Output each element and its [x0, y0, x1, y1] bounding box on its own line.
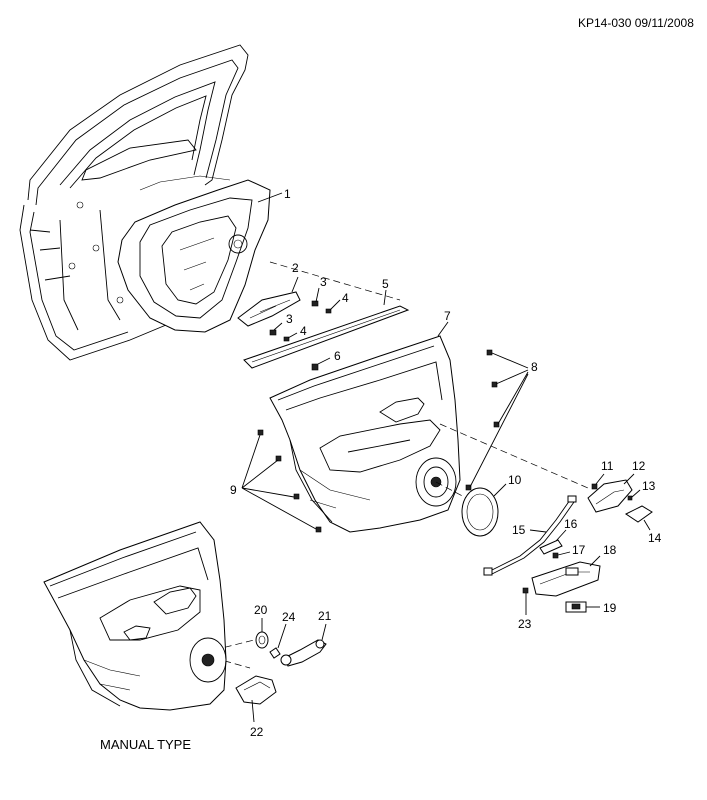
callout-9: 9 [230, 483, 237, 497]
callout-19: 19 [603, 601, 617, 615]
callout-11: 11 [601, 459, 614, 473]
callout-16: 16 [564, 517, 578, 531]
part-12-handle [587, 479, 633, 513]
callout-21: 21 [318, 609, 332, 623]
callout-24: 24 [282, 610, 296, 624]
fasteners-9 [257, 429, 322, 533]
callout-12: 12 [632, 459, 646, 473]
part-23-screw [522, 587, 529, 594]
part-5-belt-molding [243, 305, 410, 369]
part-22-pull-cup [235, 675, 277, 705]
callout-14: 14 [648, 531, 662, 545]
drawing-reference: KP14-030 09/11/2008 [578, 16, 694, 30]
part-11-screw [591, 483, 598, 490]
part-19-switch [565, 601, 587, 613]
part-1-deflector [117, 179, 271, 333]
part-15-cable [483, 495, 577, 576]
part-21-crank-handle [280, 639, 327, 667]
manual-type-caption: MANUAL TYPE [100, 737, 191, 752]
part-10-speaker-ring [461, 487, 499, 537]
part-6-clip [311, 363, 319, 371]
callout-6: 6 [334, 349, 341, 363]
door-frame [19, 44, 249, 361]
callout-3-lower: 3 [286, 312, 293, 326]
part-17-screw [552, 552, 559, 559]
part-2-bracket [237, 291, 301, 327]
callout-15: 15 [512, 523, 526, 537]
callout-18: 18 [603, 543, 617, 557]
part-7-trim-panel [269, 335, 461, 533]
callout-2: 2 [292, 261, 299, 275]
callout-13: 13 [642, 479, 656, 493]
fasteners-8 [465, 349, 500, 491]
part-14-cover [625, 505, 653, 523]
manual-type-panel [43, 521, 227, 711]
part-24-clip [269, 647, 281, 659]
callout-1: 1 [284, 187, 291, 201]
part-16-bezel [539, 539, 563, 555]
callout-5: 5 [382, 277, 389, 291]
callout-10: 10 [508, 473, 522, 487]
callout-4-upper: 4 [342, 291, 349, 305]
callout-22: 22 [250, 725, 264, 739]
part-18-switch-bezel [531, 561, 601, 597]
callout-3-upper: 3 [320, 275, 327, 289]
callout-8: 8 [531, 360, 538, 374]
callout-labels: 1 2 3 3 4 4 5 6 7 8 9 10 11 12 13 14 15 … [230, 187, 662, 739]
part-13-screw [627, 495, 633, 501]
part-20-washer [255, 631, 269, 649]
callout-20: 20 [254, 603, 268, 617]
callout-23: 23 [518, 617, 532, 631]
fasteners-3-4 [269, 300, 332, 342]
callout-7: 7 [444, 309, 451, 323]
callout-4-lower: 4 [300, 324, 307, 338]
callout-17: 17 [572, 543, 586, 557]
